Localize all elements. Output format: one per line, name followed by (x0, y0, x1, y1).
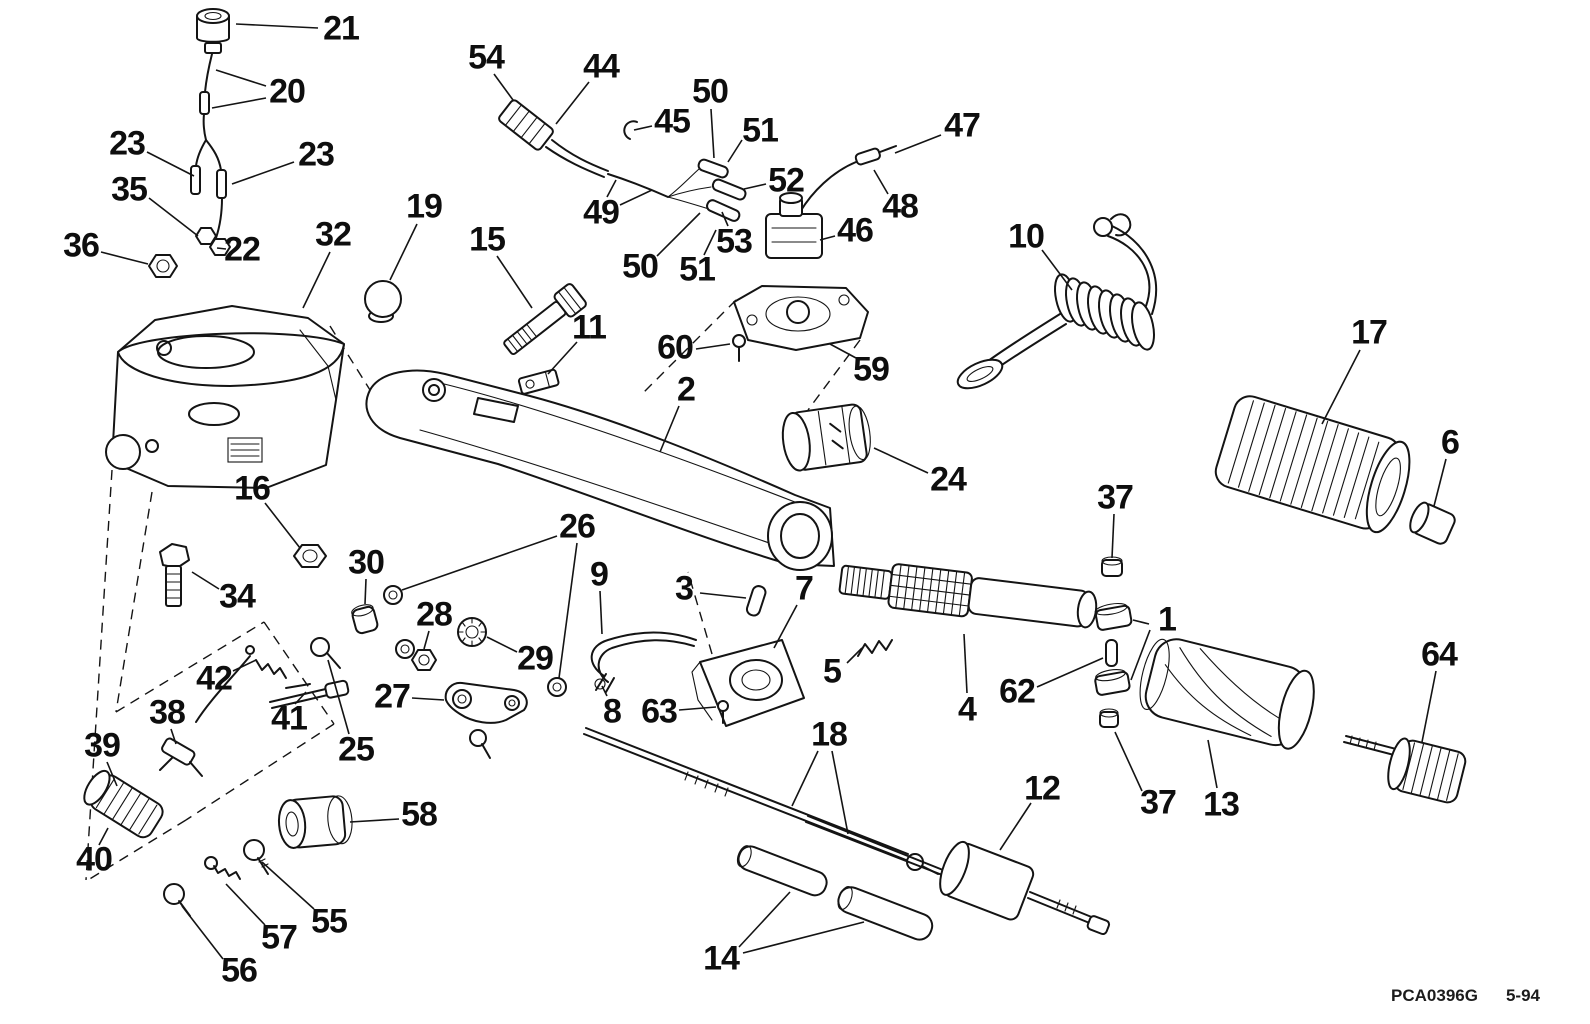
part-28-washer-nut (395, 639, 437, 671)
part-19-grommet (364, 280, 402, 323)
part-12-cable-cylinder (939, 840, 1035, 921)
drawing-code: PCA0396G (1391, 986, 1478, 1005)
part-10-safety-lanyard (956, 213, 1158, 390)
part-46-stop-switch (765, 145, 897, 259)
part-17-throttle-grip (1214, 395, 1411, 534)
leader-lines (98, 23, 1447, 960)
part-9-ground-cable (590, 631, 697, 693)
part-26-washers (383, 585, 567, 697)
part-5-spring-wire (857, 639, 893, 657)
part-55-screw (243, 839, 269, 875)
part-58-bushing (277, 795, 353, 849)
part-59-switch-plate (733, 285, 869, 351)
part-60-screw (732, 334, 746, 362)
part-54-wire-harness (498, 99, 747, 222)
part-38-connector (159, 737, 203, 777)
part-32-mount-bracket (105, 305, 345, 489)
drawing-date: 5-94 (1505, 986, 1540, 1005)
part-6-knob (1409, 501, 1456, 545)
part-63-screw (717, 700, 729, 724)
part-7-bracket (691, 639, 805, 727)
part-39-friction-knob (83, 769, 164, 839)
part-64-friction-assembly (1343, 735, 1467, 804)
part-13-grip-sleeve (1139, 638, 1315, 750)
part-34-bolt (159, 543, 190, 607)
part-11-clip (517, 368, 560, 395)
part-4-throttle-shaft (838, 563, 1098, 629)
part-57-spring (204, 856, 241, 880)
part-3-pin (745, 585, 767, 617)
part-2-steering-arm (365, 369, 835, 571)
part-1-collar-halves (1094, 602, 1133, 696)
part-21-cap-and-wiring (148, 8, 231, 278)
part-27-lever-arm (444, 681, 528, 759)
part-14-tubes (736, 845, 934, 941)
part-24-throttle-bushing (781, 403, 871, 472)
part-25-bolt (310, 637, 341, 669)
part-18-cable-rods (583, 727, 1111, 936)
part-16-nut (293, 544, 327, 568)
part-37-bushings (1099, 556, 1123, 728)
part-15-bolt (503, 283, 587, 356)
part-29-gear-washer (457, 617, 487, 647)
part-42-link-cable (195, 645, 311, 723)
part-62-pin (1105, 639, 1118, 667)
construction-dashed-lines (85, 299, 861, 881)
part-30-grommet (351, 604, 379, 635)
drawing-footer: PCA0396G 5-94 (1391, 986, 1540, 1006)
